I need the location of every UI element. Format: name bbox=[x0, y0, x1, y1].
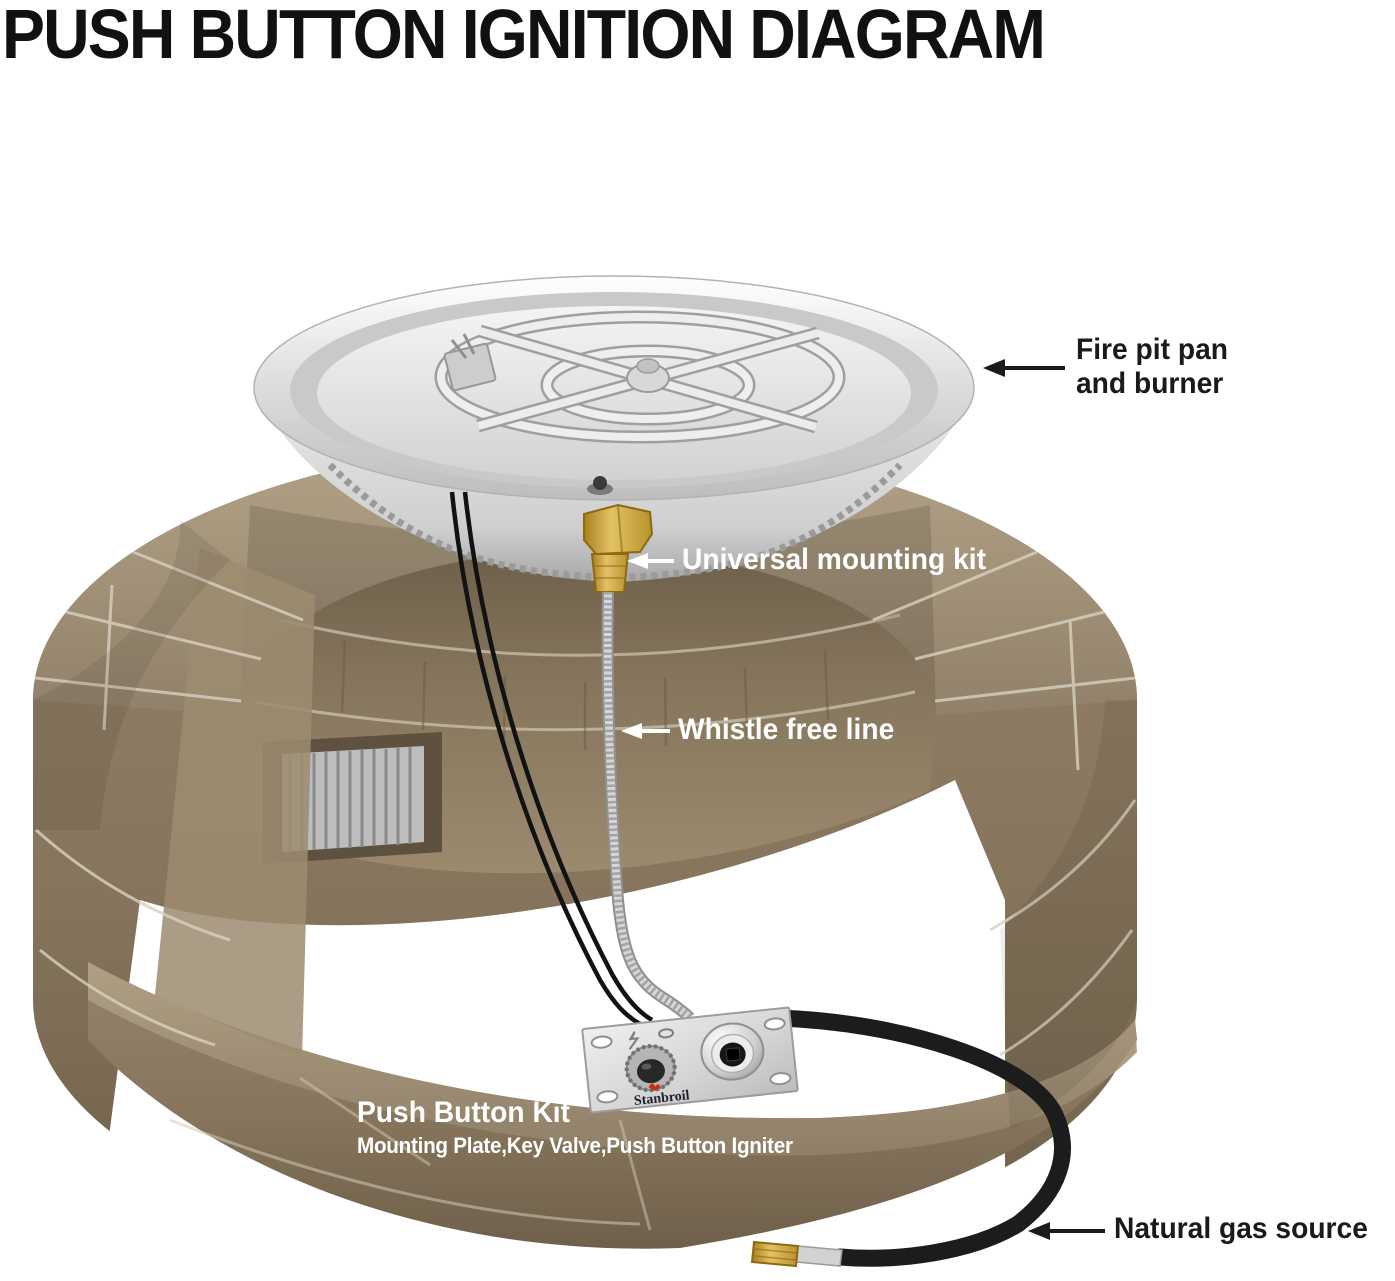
left-wall-cut-face bbox=[155, 548, 315, 1058]
fire-pit-pan-label-line2: and burner bbox=[1076, 366, 1224, 400]
burner-ring bbox=[434, 310, 846, 444]
igniter-electrode bbox=[443, 333, 497, 392]
push-button-kit-subtitle: Mounting Plate,Key Valve,Push Button Ign… bbox=[357, 1132, 793, 1158]
plate-mounting-holes bbox=[590, 1017, 792, 1104]
page-title: PUSH BUTTON IGNITION DIAGRAM bbox=[2, 0, 1046, 73]
callout-universal-mounting-kit: Universal mounting kit bbox=[682, 543, 986, 576]
universal-mounting-kit-arrow bbox=[627, 553, 674, 569]
fire-pit-pan-label-line1: Fire pit pan bbox=[1076, 333, 1228, 366]
igniter-wires bbox=[449, 491, 654, 1026]
push-button-igniter bbox=[624, 1044, 677, 1093]
natural-gas-source-arrow bbox=[1028, 1222, 1105, 1240]
push-button-kit-title: Push Button Kit bbox=[357, 1096, 571, 1129]
pan-serrated-edge bbox=[327, 462, 903, 582]
callout-fire-pit-pan: Fire pit pan and burner bbox=[1076, 333, 1228, 400]
brand-text: Stanbroil bbox=[633, 1088, 690, 1109]
brand-flame-icon bbox=[648, 1083, 661, 1091]
mortar-lines bbox=[34, 550, 1137, 1057]
flame-icon bbox=[658, 1028, 675, 1039]
fire-pit-pan bbox=[253, 275, 975, 582]
universal-mounting-kit-fitting bbox=[583, 476, 654, 593]
push-button-kit-plate: Stanbroil bbox=[581, 1006, 799, 1114]
whistle-free-line-arrow bbox=[621, 723, 670, 739]
brand-logo: Stanbroil bbox=[633, 1083, 690, 1109]
callout-push-button-kit: Push Button Kit Mounting Plate,Key Valve… bbox=[357, 1096, 793, 1158]
front-stone-course bbox=[88, 962, 1137, 1249]
hose-end-fitting bbox=[750, 1240, 843, 1268]
callout-whistle-free-line: Whistle free line bbox=[678, 713, 895, 746]
callout-natural-gas-source: Natural gas source bbox=[1114, 1212, 1368, 1245]
key-valve bbox=[700, 1022, 765, 1081]
whistle-free-line bbox=[601, 591, 695, 1023]
callout-arrows bbox=[621, 359, 1105, 1240]
gas-hose bbox=[750, 1009, 1071, 1268]
fire-pit-pan-arrow bbox=[983, 359, 1065, 377]
spark-icon bbox=[628, 1031, 640, 1050]
